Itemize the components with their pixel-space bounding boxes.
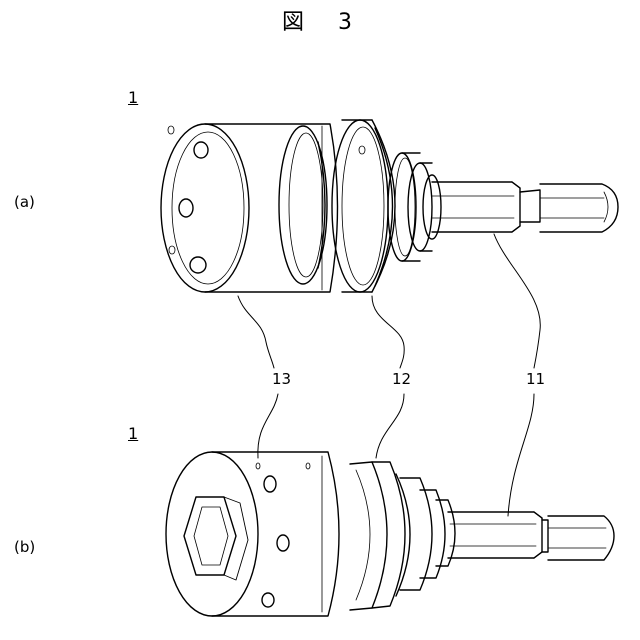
leader-13-b	[258, 394, 278, 458]
hole	[262, 593, 274, 607]
leader-13-a	[238, 296, 274, 368]
shank-steps-a	[388, 153, 441, 261]
hole	[179, 199, 193, 217]
socket-body-a	[161, 124, 338, 292]
hole	[190, 257, 206, 273]
hex-bit-a	[432, 182, 618, 232]
sleeve-b	[350, 462, 455, 610]
leader-11-a	[494, 234, 540, 368]
leader-11-b	[508, 394, 534, 516]
hole	[264, 476, 276, 492]
leader-12-b	[376, 394, 404, 458]
hole	[277, 535, 289, 551]
leader-lines	[238, 234, 540, 516]
hex-bit-b	[448, 512, 614, 560]
tool-view-a	[161, 120, 618, 292]
socket-body-b	[166, 452, 339, 616]
tool-view-b	[166, 452, 614, 616]
hole	[194, 142, 208, 158]
leader-12-a	[372, 296, 404, 368]
